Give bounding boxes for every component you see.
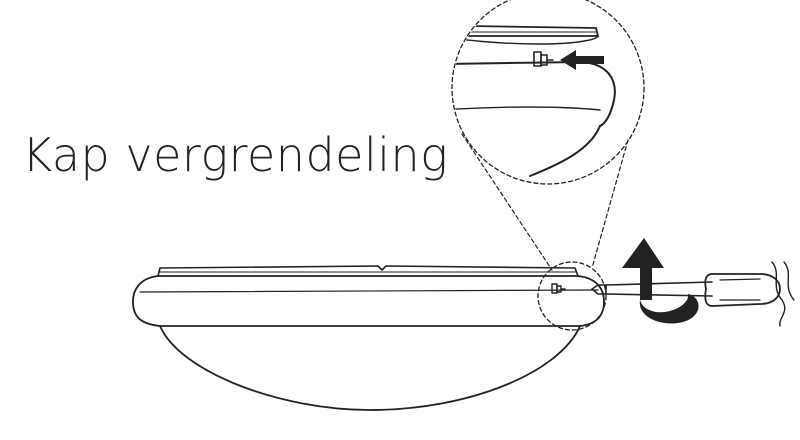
- magnified-rim-inner: [453, 106, 601, 111]
- magnifier-connector-right: [591, 139, 629, 269]
- magnified-detail: [451, 0, 645, 271]
- ceiling-lamp: [132, 261, 607, 411]
- magnified-diffuser: [529, 125, 601, 177]
- lamp-rim-line: [139, 289, 599, 293]
- detail-focus-circle: [537, 261, 607, 331]
- magnifier-connector-left: [461, 133, 553, 271]
- screwdriver-shaft: [605, 281, 713, 297]
- screwdriver-handle-end: [771, 261, 786, 327]
- diagram-caption: Kap vergrendeling: [22, 128, 449, 182]
- magnified-base-plate: [453, 23, 599, 37]
- magnified-rim: [453, 61, 616, 127]
- rotate-arrow-icon: [622, 238, 699, 324]
- screwdriver-grip: [719, 278, 761, 301]
- lamp-base-plate: [157, 265, 579, 277]
- arrow-left-icon: [560, 50, 604, 70]
- lamp-diffuser: [159, 325, 581, 411]
- magnified-lock-screw: [533, 51, 554, 67]
- screwdriver-handle: [704, 273, 781, 307]
- magnified-ring-top: [453, 35, 599, 45]
- magnifier-circle: [451, 0, 645, 185]
- screwdriver-icon: [591, 261, 795, 327]
- lamp-rim: [132, 275, 605, 327]
- screwdriver-tip: [591, 284, 607, 295]
- lamp-lock-screw: [551, 283, 566, 294]
